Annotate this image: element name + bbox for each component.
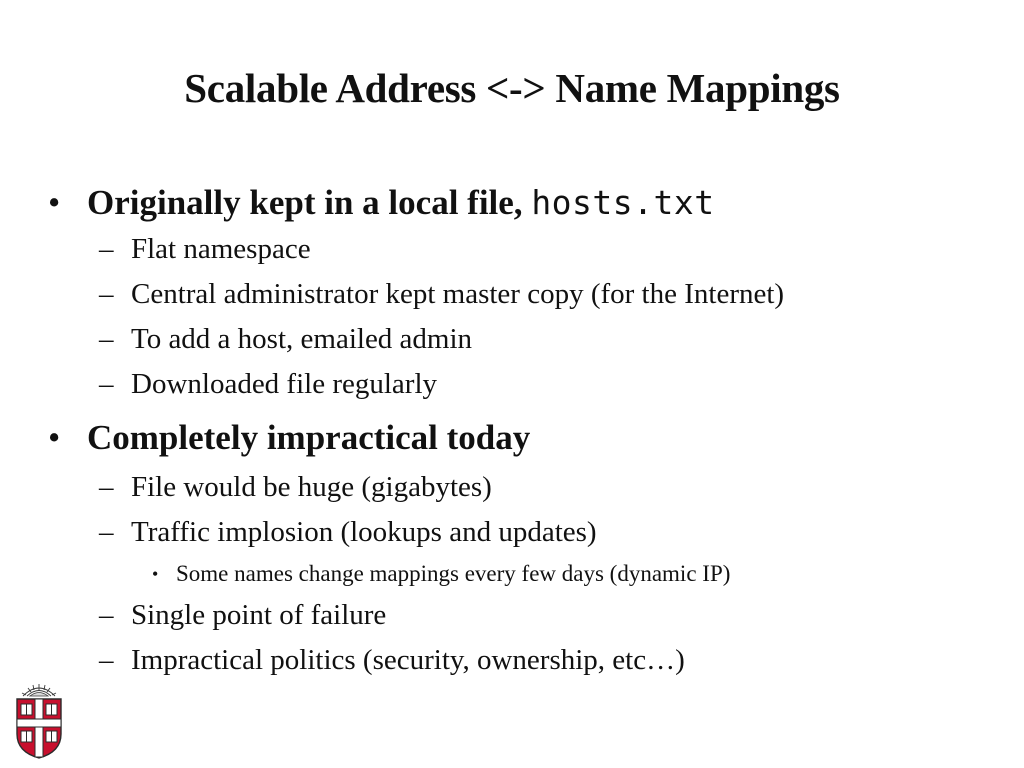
bullet-marker: • <box>48 183 61 222</box>
bullet-code-text: hosts.txt <box>531 183 715 222</box>
bullet-text: To add a host, emailed admin <box>131 323 473 355</box>
bullet-level-1: • Originally kept in a local file, hosts.… <box>0 178 1024 227</box>
bullet-marker: • <box>152 564 159 584</box>
bullet-marker: – <box>99 323 114 355</box>
bullet-level-1: • Completely impractical today <box>0 411 1024 465</box>
bullet-level-2: –Traffic implosion (lookups and updates) <box>0 510 1024 555</box>
bullet-marker: – <box>99 644 114 676</box>
bullet-level-2: –File would be huge (gigabytes) <box>0 465 1024 510</box>
bullet-marker: – <box>99 368 114 400</box>
bullet-text: Downloaded file regularly <box>131 368 438 400</box>
bullet-marker: – <box>99 471 114 503</box>
bullet-level-2: –Flat namespace <box>0 227 1024 272</box>
bullet-level-3: • Some names change mappings every few da… <box>0 555 1024 593</box>
bullet-level-2: –To add a host, emailed admin <box>0 317 1024 362</box>
bullet-marker: – <box>99 599 114 631</box>
bullet-list: • Originally kept in a local file, hosts.… <box>0 178 1024 683</box>
bullet-level-2: –Central administrator kept master copy … <box>0 272 1024 317</box>
bullet-text: Some names change mappings every few day… <box>176 561 731 586</box>
bullet-level-2: –Impractical politics (security, ownersh… <box>0 638 1024 683</box>
bullet-level-2: –Single point of failure <box>0 593 1024 638</box>
bullet-marker: • <box>48 418 61 457</box>
bullet-text: Originally kept in a local file, <box>87 183 532 222</box>
bullet-marker: – <box>99 516 114 548</box>
bullet-marker: – <box>99 278 114 310</box>
bullet-text: File would be huge (gigabytes) <box>131 471 492 503</box>
slide-title: Scalable Address <-> Name Mappings <box>184 65 840 111</box>
university-shield-icon <box>16 684 62 759</box>
bullet-text: Single point of failure <box>131 599 387 631</box>
bullet-marker: – <box>99 233 114 265</box>
bullet-text: Completely impractical today <box>87 418 531 457</box>
bullet-text: Flat namespace <box>131 233 311 265</box>
bullet-text: Central administrator kept master copy (… <box>131 278 785 310</box>
bullet-text: Traffic implosion (lookups and updates) <box>131 516 597 548</box>
bullet-text: Impractical politics (security, ownershi… <box>131 644 685 676</box>
bullet-level-2: –Downloaded file regularly <box>0 362 1024 407</box>
